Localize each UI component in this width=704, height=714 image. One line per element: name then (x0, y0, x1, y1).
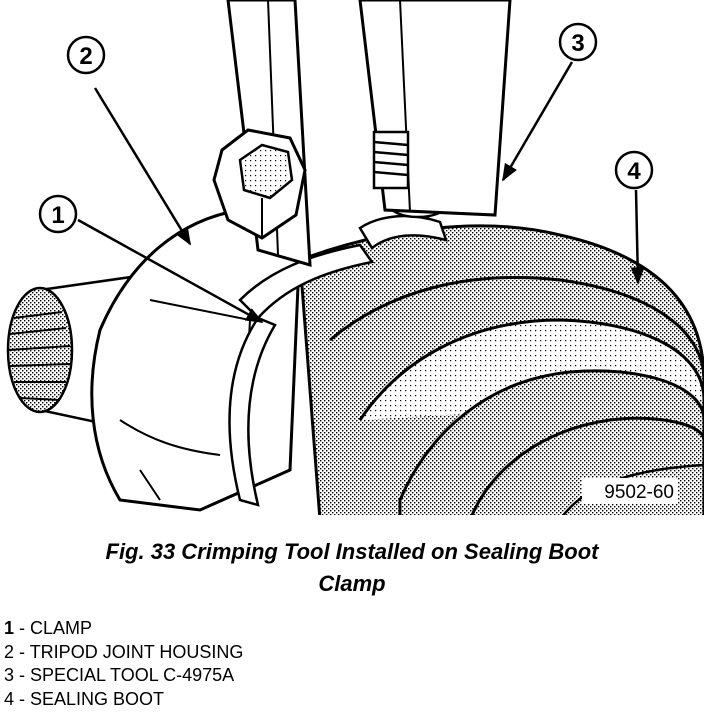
sealing-boot (298, 224, 704, 515)
legend-text: TRIPOD JOINT HOUSING (29, 641, 244, 662)
legend-number: 2 (4, 641, 15, 662)
legend-item: 2 - TRIPOD JOINT HOUSING (4, 641, 243, 665)
legend-number: 4 (4, 688, 15, 709)
legend-text: SEALING BOOT (30, 688, 165, 709)
callout-4-label: 4 (627, 158, 641, 185)
legend-text: SPECIAL TOOL C-4975A (30, 665, 235, 685)
legend-number: 3 (4, 665, 15, 685)
legend-separator: - (14, 665, 31, 685)
caption-line-2: Clamp (318, 571, 386, 596)
legend-separator: - (14, 641, 30, 662)
callout-1-label: 1 (51, 202, 64, 229)
figure-reference-number: 9502-60 (604, 482, 674, 503)
legend-separator: - (14, 618, 31, 638)
caption-line-1: Fig. 33 Crimping Tool Installed on Seali… (105, 539, 599, 564)
crimping-tool-illustration: 1 2 3 4 9502-60 (6, 0, 704, 515)
callout-2: 2 (66, 35, 106, 75)
legend-separator: - (14, 688, 31, 709)
callout-2-label: 2 (79, 43, 92, 70)
legend: 1 - CLAMP 2 - TRIPOD JOINT HOUSING 3 - S… (4, 617, 243, 711)
legend-item: 3 - SPECIAL TOOL C-4975A (4, 664, 243, 688)
leader-lines (77, 61, 645, 324)
callout-1: 1 (38, 194, 78, 234)
legend-text: CLAMP (30, 618, 93, 638)
legend-item: 4 - SEALING BOOT (4, 688, 243, 712)
legend-item: 1 - CLAMP (4, 617, 243, 641)
callout-3-label: 3 (571, 30, 584, 57)
special-tool (212, 0, 512, 268)
legend-number: 1 (4, 618, 15, 638)
callout-3: 3 (558, 22, 598, 62)
tripod-joint-housing (90, 208, 302, 512)
figure-caption: Fig. 33 Crimping Tool Installed on Seali… (0, 536, 704, 600)
callout-4: 4 (614, 150, 654, 190)
